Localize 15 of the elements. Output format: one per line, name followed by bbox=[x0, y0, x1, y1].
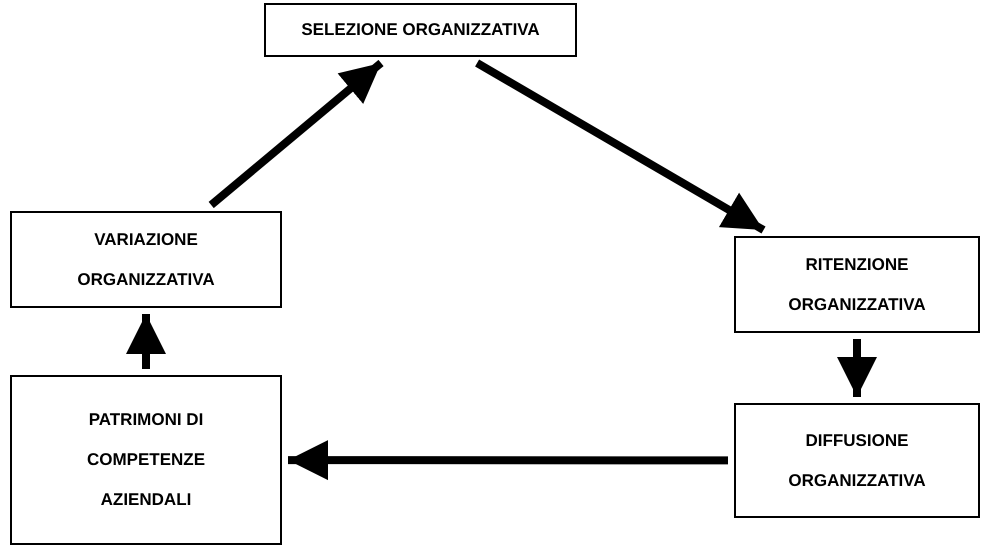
box-label: RITENZIONE ORGANIZZATIVA bbox=[787, 254, 927, 316]
process-box bbox=[10, 375, 282, 545]
process-box bbox=[734, 236, 980, 333]
process-box bbox=[734, 403, 980, 518]
arrow bbox=[126, 314, 166, 369]
process-box bbox=[264, 3, 577, 57]
box-label: DIFFUSIONE ORGANIZZATIVA bbox=[787, 430, 927, 492]
process-box bbox=[10, 211, 282, 308]
arrow bbox=[288, 440, 728, 480]
box-label: VARIAZIONE ORGANIZZATIVA bbox=[76, 228, 216, 290]
box-label: PATRIMONI DI COMPETENZE AZIENDALI bbox=[86, 409, 206, 511]
arrow bbox=[208, 60, 384, 208]
arrow bbox=[837, 339, 877, 397]
arrow bbox=[475, 60, 766, 234]
box-label: SELEZIONE ORGANIZZATIVA bbox=[300, 19, 541, 41]
